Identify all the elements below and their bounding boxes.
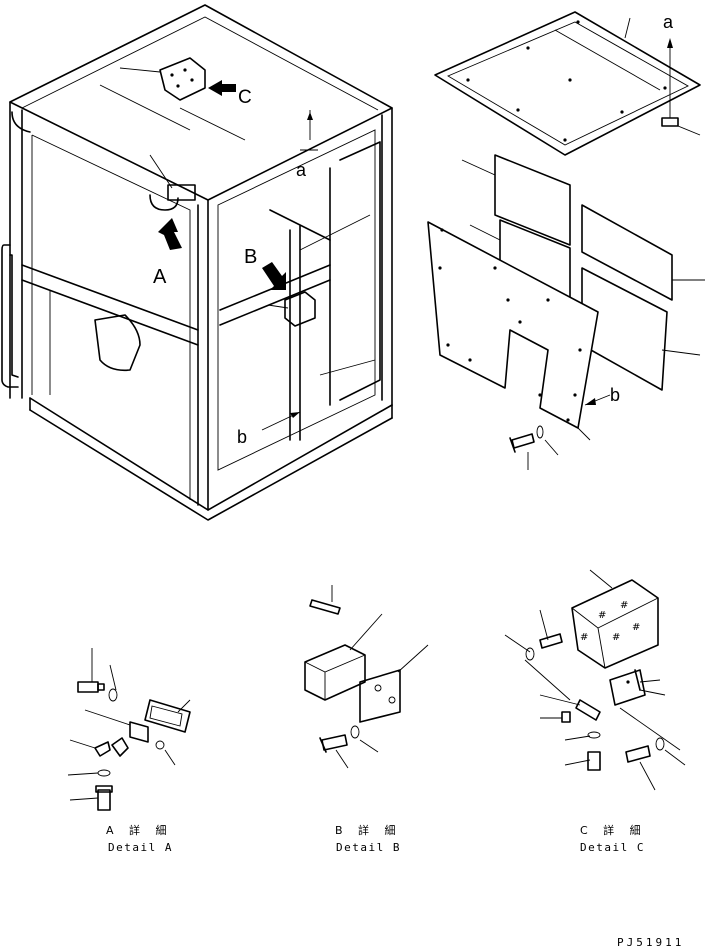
insulation-pads <box>461 154 705 391</box>
svg-text:#: # <box>632 622 640 633</box>
roof-panel <box>434 11 701 156</box>
ref-label-b-cab: b <box>237 427 247 447</box>
detail-b-title-en: Detail B <box>336 841 401 854</box>
svg-text:#: # <box>598 610 606 621</box>
ref-label-b-panel: b <box>610 385 620 405</box>
svg-text:#: # <box>612 632 620 643</box>
side-panel <box>427 221 611 470</box>
view-label-b: B <box>244 246 257 268</box>
detail-b-parts <box>304 585 429 769</box>
detail-a-title-jp: A 詳 細 <box>106 823 173 837</box>
view-label-a: A <box>153 266 167 288</box>
drawing-code: PJ51911 <box>617 936 684 949</box>
svg-text:#: # <box>620 600 628 611</box>
ref-label-a-cab: a <box>296 160 307 180</box>
cab-assembly <box>1 4 393 521</box>
detail-b-title-jp: B 詳 細 <box>335 823 402 837</box>
detail-a-parts <box>67 648 191 811</box>
detail-c-parts: # # # # # <box>504 569 686 791</box>
ref-label-a-top: a <box>663 12 674 32</box>
detail-c-title-jp: C 詳 細 <box>580 823 647 837</box>
detail-a-title-en: Detail A <box>108 841 173 854</box>
view-label-c: C <box>238 87 252 108</box>
detail-c-title-en: Detail C <box>580 841 645 854</box>
svg-text:#: # <box>580 632 588 643</box>
